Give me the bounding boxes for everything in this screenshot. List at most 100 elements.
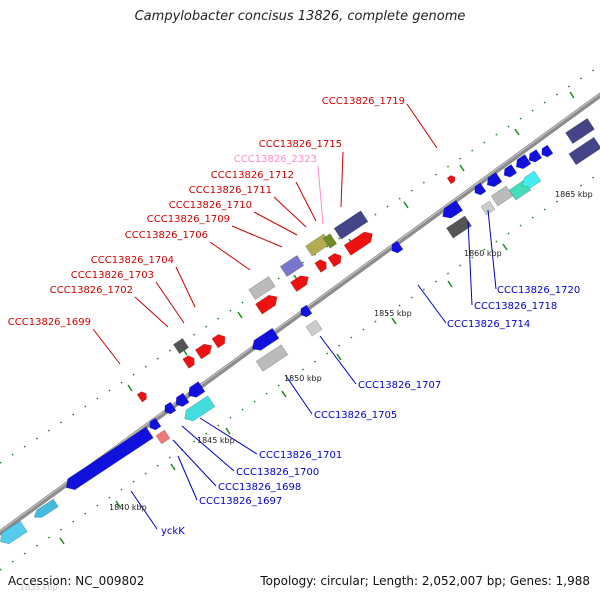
gene-label-ccc13826_1701: CCC13826_1701 — [259, 450, 342, 461]
gene-label-ccc13826_1712-leader — [295, 181, 317, 222]
gene-forward — [136, 391, 147, 403]
gene-forward-shape — [322, 233, 338, 249]
gene-reverse — [522, 170, 542, 188]
gene-reverse-shape — [528, 149, 543, 163]
kbp-label: 1835 kbp — [20, 583, 58, 592]
gene-label-ccc13826_1718-leader — [467, 220, 473, 306]
tick-mark — [127, 384, 133, 392]
tick-mark — [391, 317, 397, 325]
kbp-label: 1855 kbp — [374, 309, 412, 318]
gene-label-ccc13826_1709: CCC13826_1709 — [147, 214, 230, 225]
gene-label-ccc13826_1702-leader — [134, 296, 169, 328]
gene-label-ccc13826_1705-leader — [285, 375, 313, 415]
gene-label-ccc13826_1703: CCC13826_1703 — [71, 270, 154, 281]
gene-reverse — [503, 164, 518, 178]
kbp-label: 1860 kbp — [464, 249, 502, 258]
gene-forward-shape — [136, 391, 147, 403]
gene-reverse-shape — [300, 304, 313, 318]
gene-forward-shape — [314, 259, 327, 273]
gene-reverse-shape — [503, 164, 518, 178]
gene-label-yckk: yckK — [161, 526, 185, 537]
gene-reverse — [442, 200, 464, 219]
gene-reverse-shape — [33, 498, 59, 518]
accession-text: Accession: NC_009802 — [8, 574, 145, 588]
topology-text: Topology: circular; Length: 2,052,007 bp… — [260, 574, 590, 588]
gene-reverse-shape — [474, 182, 487, 196]
gene-forward-shape — [172, 337, 190, 355]
gene-forward-shape — [255, 294, 278, 315]
gene-reverse-shape — [442, 200, 464, 219]
map-title: Campylobacter concisus 13826, complete g… — [134, 9, 466, 24]
gene-label-ccc13826_1701-leader — [199, 417, 258, 455]
kbp-label: 1850 kbp — [284, 374, 322, 383]
gene-label-ccc13826_1706-leader — [209, 241, 251, 271]
gene-reverse-shape — [522, 170, 542, 188]
gene-reverse — [149, 417, 162, 431]
gene-forward — [314, 259, 327, 273]
gene-label-ccc13826_1704: CCC13826_1704 — [91, 255, 174, 266]
gene-reverse — [568, 136, 600, 166]
tick-mark — [336, 353, 342, 361]
gene-label-ccc13826_2323-leader — [317, 165, 324, 225]
gene-reverse-shape — [541, 144, 554, 158]
gene-label-ccc13826_1710: CCC13826_1710 — [169, 200, 252, 211]
gene-label-ccc13826_1699-leader — [92, 328, 121, 365]
gene-label-ccc13826_1700-leader — [181, 425, 235, 472]
gene-forward — [327, 253, 342, 268]
tick-mark — [502, 243, 508, 251]
gene-forward — [333, 210, 369, 240]
gene-label-ccc13826_1711: CCC13826_1711 — [189, 185, 272, 196]
tick-mark — [569, 91, 575, 99]
gene-forward-shape — [194, 343, 213, 360]
gene-reverse-shape — [164, 401, 177, 415]
gene-reverse — [541, 144, 554, 158]
gene-reverse — [474, 182, 487, 196]
gene-reverse — [0, 520, 28, 545]
gene-label-ccc13826_1697-leader — [177, 455, 198, 501]
gene-reverse-shape — [251, 327, 280, 351]
gene-reverse — [490, 185, 514, 207]
gene-label-ccc13826_1707-leader — [319, 335, 357, 385]
gene-forward-shape — [279, 255, 305, 277]
gene-reverse — [184, 395, 216, 422]
gene-label-ccc13826_1710-leader — [253, 211, 298, 236]
gene-reverse — [164, 401, 177, 415]
gene-reverse — [446, 215, 472, 239]
gene-reverse — [175, 392, 190, 407]
gene-forward — [248, 275, 276, 301]
gene-forward-shape — [290, 275, 309, 292]
gene-label-ccc13826_1715: CCC13826_1715 — [259, 139, 342, 150]
gene-reverse-shape — [187, 381, 206, 398]
gene-forward — [194, 343, 213, 360]
gene-reverse — [480, 200, 496, 216]
gene-forward-shape — [446, 175, 456, 185]
gene-label-ccc13826_1699: CCC13826_1699 — [8, 317, 91, 328]
gene-label-ccc13826_1719-leader — [406, 103, 438, 149]
gene-forward — [565, 117, 595, 145]
gene-reverse — [305, 319, 323, 337]
tick-mark — [403, 201, 409, 209]
gene-reverse-shape — [65, 426, 154, 491]
gene-reverse-shape — [175, 392, 190, 407]
gene-reverse — [391, 240, 404, 254]
gene-label-ccc13826_1702: CCC13826_1702 — [50, 285, 133, 296]
gene-reverse-shape — [305, 319, 323, 337]
gene-forward — [343, 231, 373, 256]
gene-reverse — [187, 381, 206, 398]
gene-label-ccc13826_1712: CCC13826_1712 — [211, 170, 294, 181]
gene-reverse — [486, 172, 503, 188]
gene-reverse — [300, 304, 313, 318]
gene-label-ccc13826_1707: CCC13826_1707 — [358, 380, 441, 391]
tick-mark — [447, 280, 453, 288]
gene-forward — [279, 255, 305, 277]
gene-reverse — [33, 498, 59, 518]
tick-mark — [237, 311, 243, 319]
gene-reverse-shape — [149, 417, 162, 431]
gene-reverse-shape — [490, 185, 514, 207]
gene-reverse-shape — [0, 520, 28, 545]
gene-forward — [182, 355, 195, 369]
gene-reverse — [528, 149, 543, 163]
guide-line-lower — [0, 172, 600, 571]
